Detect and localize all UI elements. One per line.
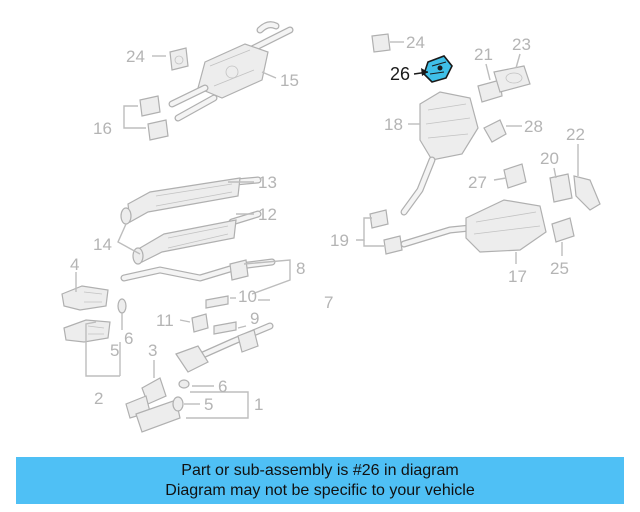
part-15-crossover-pipe — [168, 21, 294, 122]
callout-25: 25 — [550, 259, 569, 278]
part-27-bracket — [503, 163, 527, 189]
part-10-gasket — [205, 295, 229, 309]
callouts-left: 24 15 16 13 12 14 4 8 10 11 9 7 6 5 3 6 … — [70, 47, 333, 414]
callout-2: 2 — [94, 389, 103, 408]
callout-3: 3 — [148, 341, 157, 360]
part-8-y-pipe — [120, 258, 276, 282]
callout-5-upper: 5 — [110, 341, 119, 360]
part-7-intermediate-pipe — [175, 322, 274, 373]
part-23-tailpipe-tip — [493, 65, 531, 93]
banner-line-disclaimer: Diagram may not be specific to your vehi… — [165, 481, 475, 499]
part-4-converter-upper — [61, 285, 109, 311]
banner-line-part-number: Part or sub-assembly is #26 in diagram — [181, 461, 459, 479]
part-11-bracket — [191, 313, 209, 333]
part-5-converter-mid — [63, 319, 111, 343]
callouts-right: 24 21 23 18 28 22 20 27 19 17 25 26 — [330, 33, 585, 286]
part-24-rubber-hanger-left — [169, 47, 189, 71]
part-12-front-pipe — [139, 210, 262, 263]
callout-21: 21 — [474, 45, 493, 64]
part-18-rear-muffler — [400, 91, 479, 216]
part-21-tailpipe-tip — [477, 79, 503, 103]
callout-19: 19 — [330, 231, 349, 250]
callout-15: 15 — [280, 71, 299, 90]
callout-6-lower: 6 — [218, 377, 227, 396]
part-19-clamps-right — [369, 209, 403, 255]
part-17-front-muffler — [400, 199, 547, 253]
part-28-bracket — [483, 119, 507, 143]
info-banner: Part or sub-assembly is #26 in diagram D… — [16, 457, 624, 504]
callout-11: 11 — [156, 311, 174, 330]
part-26-hanger-highlighted — [423, 55, 453, 83]
callout-10: 10 — [238, 287, 257, 306]
part-5-gasket-lower — [172, 396, 184, 412]
part-20-bracket — [549, 173, 573, 203]
callout-18: 18 — [384, 115, 403, 134]
part-25-bracket — [551, 217, 575, 243]
part-6-gasket-upper — [117, 298, 127, 314]
callout-17: 17 — [508, 267, 527, 286]
part-2-converter-lower — [125, 395, 181, 433]
leader-line-26 — [413, 68, 429, 76]
part-9-gasket — [213, 321, 237, 335]
part-16-clamps-left — [139, 95, 169, 141]
part-13-front-pipe — [127, 176, 262, 223]
part-6-gasket-lower — [178, 379, 190, 389]
leader-lines-right — [356, 41, 579, 264]
exhaust-parts-diagram: 24 15 16 13 12 14 4 8 10 11 9 7 6 5 3 6 … — [61, 21, 601, 433]
callout-5-lower: 5 — [204, 395, 213, 414]
callout-26-highlighted: 26 — [390, 64, 410, 84]
callout-24-right: 24 — [406, 33, 425, 52]
callout-12: 12 — [258, 205, 277, 224]
callout-27: 27 — [468, 173, 487, 192]
callout-8: 8 — [296, 259, 305, 278]
part-24-rubber-hanger-right — [371, 33, 391, 53]
callout-7: 7 — [324, 293, 333, 312]
callout-4: 4 — [70, 255, 79, 274]
callout-13: 13 — [258, 173, 277, 192]
callout-14: 14 — [93, 235, 112, 254]
callout-1: 1 — [254, 395, 263, 414]
callout-23: 23 — [512, 35, 531, 54]
callout-22: 22 — [566, 125, 585, 144]
part-22-heat-shield — [573, 175, 601, 211]
callout-6-upper: 6 — [124, 329, 133, 348]
callout-20: 20 — [540, 149, 559, 168]
callout-28: 28 — [524, 117, 543, 136]
callout-16: 16 — [93, 119, 112, 138]
callout-24-left: 24 — [126, 47, 145, 66]
callout-9: 9 — [250, 309, 259, 328]
leader-lines-left — [75, 55, 291, 419]
